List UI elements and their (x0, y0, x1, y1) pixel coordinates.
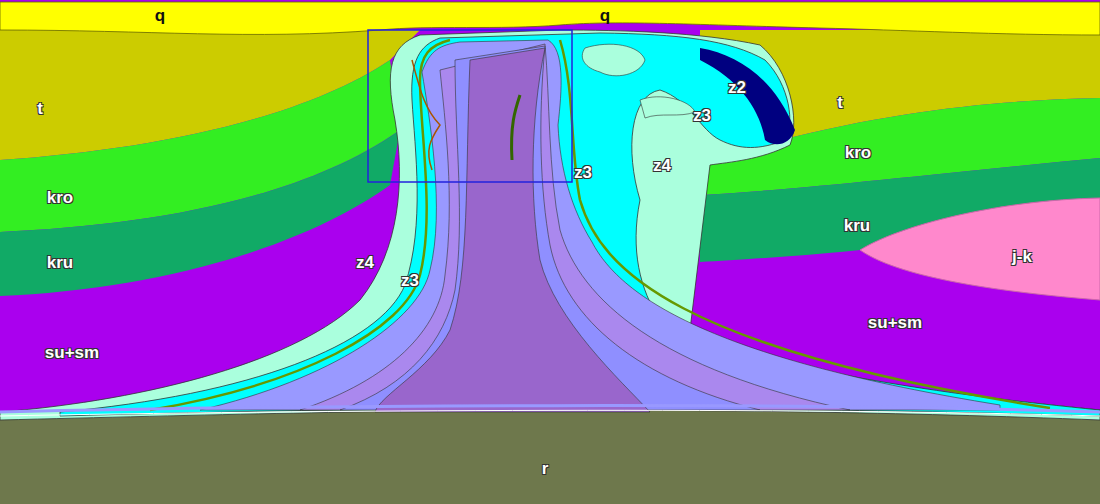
layer-label: su+sm (45, 344, 99, 361)
layer-label: r (542, 460, 549, 477)
layer-label: kro (845, 144, 871, 161)
layer-label: z3 (693, 107, 711, 124)
layer-label: z2 (728, 79, 746, 96)
layer-label: kro (47, 189, 73, 206)
layer-label: q (155, 7, 165, 24)
layer-label: j-k (1012, 248, 1032, 265)
layer-label: z3 (401, 272, 419, 289)
layer-label: z4 (356, 254, 374, 271)
layer-label: q (600, 7, 610, 24)
layer-label: kru (844, 217, 870, 234)
layer-label: kru (47, 254, 73, 271)
layer-label: t (37, 100, 43, 117)
layer-label: t (837, 94, 843, 111)
layer-label: z3 (574, 164, 592, 181)
layer-label: z4 (653, 157, 671, 174)
layer-label: su+sm (868, 314, 922, 331)
